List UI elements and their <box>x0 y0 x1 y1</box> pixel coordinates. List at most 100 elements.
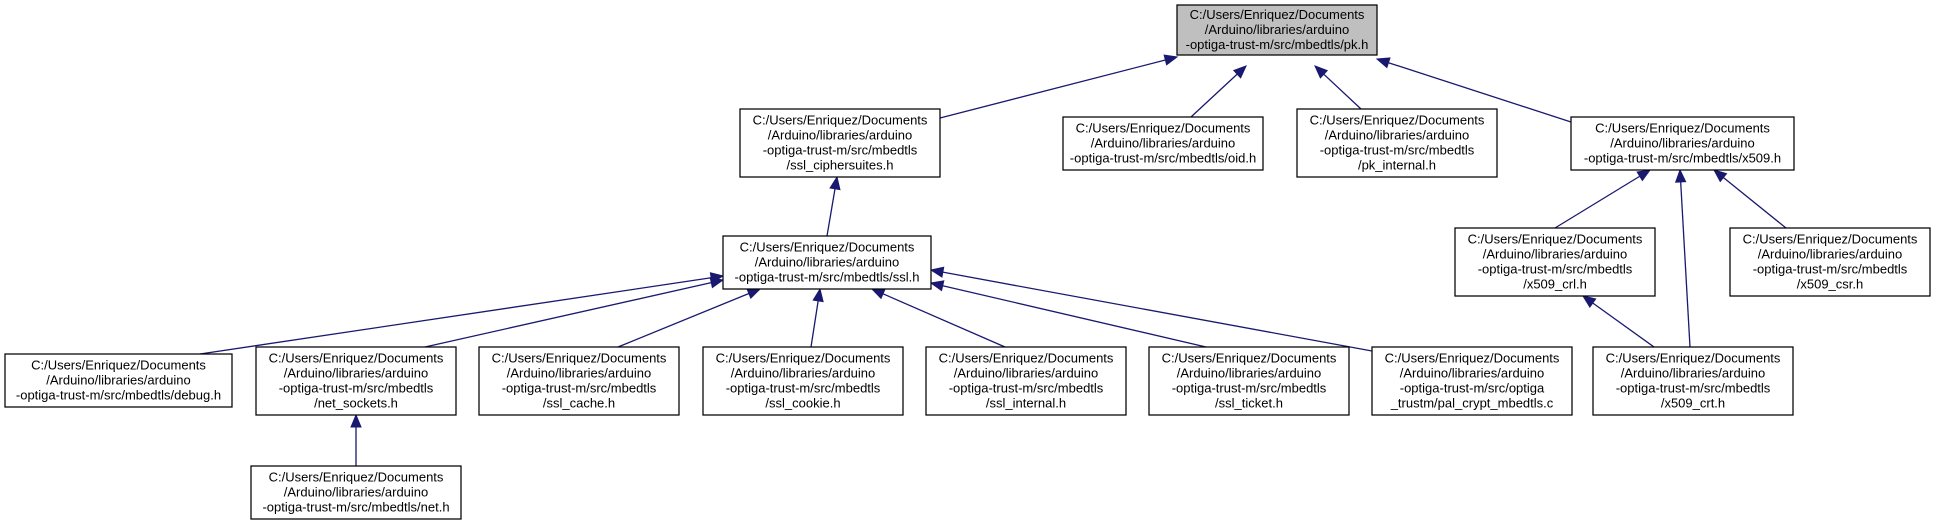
node-label-line: -optiga-trust-m/src/mbedtls/net.h <box>262 500 449 515</box>
node-label-line: /Arduino/libraries/arduino <box>1091 136 1236 151</box>
node-x509[interactable]: C:/Users/Enriquez/Documents/Arduino/libr… <box>1570 116 1795 171</box>
node-box <box>478 346 680 416</box>
node-ssl-ciphersuites[interactable]: C:/Users/Enriquez/Documents/Arduino/libr… <box>739 108 941 178</box>
node-label-line: -optiga-trust-m/src/mbedtls <box>1172 381 1327 396</box>
node-label-line: C:/Users/Enriquez/Documents <box>1468 232 1643 247</box>
node-box <box>702 346 904 416</box>
arrowhead-icon <box>709 277 725 289</box>
node-label-line: /Arduino/libraries/arduino <box>731 366 876 381</box>
edge-line <box>1190 73 1238 118</box>
node-box <box>4 353 233 408</box>
node-box <box>1371 346 1573 416</box>
arrowhead-icon <box>1163 54 1179 66</box>
arrowhead-icon <box>929 280 945 292</box>
node-label-line: -optiga-trust-m/src/mbedtls/pk.h <box>1186 37 1369 52</box>
node-debug[interactable]: C:/Users/Enriquez/Documents/Arduino/libr… <box>4 353 233 408</box>
edge-ssl_internal-to-ssl <box>870 288 1006 348</box>
edge-ssl_cookie-to-ssl <box>810 287 824 348</box>
node-x509-crt[interactable]: C:/Users/Enriquez/Documents/Arduino/libr… <box>1592 346 1794 416</box>
arrowhead-icon <box>1674 168 1687 183</box>
edge-net_sockets-to-ssl <box>424 277 725 348</box>
node-label-line: -optiga-trust-m/src/mbedtls <box>949 381 1104 396</box>
arrowhead-icon <box>1712 169 1728 183</box>
node-net[interactable]: C:/Users/Enriquez/Documents/Arduino/libr… <box>250 465 462 520</box>
edge-line <box>939 59 1166 119</box>
node-label-line: C:/Users/Enriquez/Documents <box>492 351 667 366</box>
edge-ssl_ticket-to-ssl <box>929 280 1207 348</box>
edge-line <box>424 281 712 348</box>
node-label-line: C:/Users/Enriquez/Documents <box>740 240 915 255</box>
edge-net-to-net_sockets <box>350 413 362 466</box>
node-label-line: /ssl_cache.h <box>543 396 615 411</box>
edge-line <box>942 285 1207 348</box>
edge-ssl_cache-to-ssl <box>617 288 762 348</box>
node-label-line: C:/Users/Enriquez/Documents <box>1595 121 1770 136</box>
edge-line <box>810 300 819 348</box>
node-label-line: -optiga-trust-m/src/mbedtls/oid.h <box>1070 151 1256 166</box>
arrowhead-icon <box>1636 169 1652 182</box>
arrowhead-icon <box>1232 65 1247 79</box>
edge-pal_crypt-to-ssl <box>929 266 1373 352</box>
node-x509-crl[interactable]: C:/Users/Enriquez/Documents/Arduino/libr… <box>1454 227 1656 297</box>
arrowhead-icon <box>1375 57 1391 69</box>
node-box <box>250 465 462 520</box>
edge-line <box>1722 177 1787 229</box>
node-label-line: /ssl_cookie.h <box>765 396 840 411</box>
node-label-line: /Arduino/libraries/arduino <box>284 485 429 500</box>
node-label-line: /Arduino/libraries/arduino <box>284 366 429 381</box>
node-label-line: C:/Users/Enriquez/Documents <box>716 351 891 366</box>
node-box <box>1570 116 1795 171</box>
edge-oid-to-pk <box>1190 65 1247 118</box>
node-ssl-cache[interactable]: C:/Users/Enriquez/Documents/Arduino/libr… <box>478 346 680 416</box>
edge-x509_csr-to-x509 <box>1712 169 1787 229</box>
node-label-line: _trustm/pal_crypt_mbedtls.c <box>1390 396 1554 411</box>
node-label-line: -optiga-trust-m/src/mbedtls <box>279 381 434 396</box>
node-label-line: /x509_csr.h <box>1797 277 1864 292</box>
arrowhead-icon <box>1581 295 1597 308</box>
node-label-line: /net_sockets.h <box>314 396 398 411</box>
edge-line <box>199 277 712 355</box>
node-oid[interactable]: C:/Users/Enriquez/Documents/Arduino/libr… <box>1062 116 1264 171</box>
arrowhead-icon <box>870 288 886 300</box>
node-pk-internal[interactable]: C:/Users/Enriquez/Documents/Arduino/libr… <box>1296 108 1498 178</box>
node-label-line: -optiga-trust-m/src/mbedtls <box>1478 262 1633 277</box>
nodes-layer: C:/Users/Enriquez/Documents/Arduino/libr… <box>4 4 1931 520</box>
node-box <box>1062 116 1264 171</box>
node-label-line: C:/Users/Enriquez/Documents <box>269 470 444 485</box>
node-label-line: -optiga-trust-m/src/mbedtls <box>1320 143 1475 158</box>
node-label-line: C:/Users/Enriquez/Documents <box>1606 351 1781 366</box>
edge-line <box>617 292 750 348</box>
node-label-line: C:/Users/Enriquez/Documents <box>1190 7 1365 22</box>
node-label-line: -optiga-trust-m/src/mbedtls <box>726 381 881 396</box>
edge-line <box>1323 73 1362 110</box>
arrowhead-icon <box>929 266 945 278</box>
node-label-line: -optiga-trust-m/src/mbedtls/debug.h <box>16 388 221 403</box>
node-label-line: C:/Users/Enriquez/Documents <box>269 351 444 366</box>
node-label-line: C:/Users/Enriquez/Documents <box>939 351 1114 366</box>
node-label-line: /Arduino/libraries/arduino <box>1205 22 1350 37</box>
node-label-line: /ssl_internal.h <box>986 396 1066 411</box>
node-label-line: /Arduino/libraries/arduino <box>1177 366 1322 381</box>
edge-line <box>1554 175 1641 229</box>
node-label-line: -optiga-trust-m/src/optiga <box>1400 381 1545 396</box>
node-label-line: /Arduino/libraries/arduino <box>1621 366 1766 381</box>
node-ssl[interactable]: C:/Users/Enriquez/Documents/Arduino/libr… <box>722 235 932 290</box>
node-pal-crypt[interactable]: C:/Users/Enriquez/Documents/Arduino/libr… <box>1371 346 1573 416</box>
node-label-line: C:/Users/Enriquez/Documents <box>31 358 206 373</box>
node-label-line: /x509_crt.h <box>1661 396 1725 411</box>
node-net-sockets[interactable]: C:/Users/Enriquez/Documents/Arduino/libr… <box>255 346 457 416</box>
node-label-line: /ssl_ticket.h <box>1215 396 1283 411</box>
arrowhead-icon <box>812 287 824 303</box>
node-label-line: C:/Users/Enriquez/Documents <box>1743 232 1918 247</box>
node-label-line: C:/Users/Enriquez/Documents <box>1076 121 1251 136</box>
edge-x509_crt-to-x509 <box>1674 168 1691 348</box>
node-label-line: C:/Users/Enriquez/Documents <box>753 113 928 128</box>
node-ssl-internal[interactable]: C:/Users/Enriquez/Documents/Arduino/libr… <box>925 346 1127 416</box>
node-ssl-ticket[interactable]: C:/Users/Enriquez/Documents/Arduino/libr… <box>1148 346 1350 416</box>
node-label-line: /pk_internal.h <box>1358 158 1436 173</box>
node-box <box>722 235 932 290</box>
node-ssl-cookie[interactable]: C:/Users/Enriquez/Documents/Arduino/libr… <box>702 346 904 416</box>
node-label-line: -optiga-trust-m/src/mbedtls/x509.h <box>1584 151 1781 166</box>
node-x509-csr[interactable]: C:/Users/Enriquez/Documents/Arduino/libr… <box>1729 227 1931 297</box>
node-label-line: /Arduino/libraries/arduino <box>1483 247 1628 262</box>
